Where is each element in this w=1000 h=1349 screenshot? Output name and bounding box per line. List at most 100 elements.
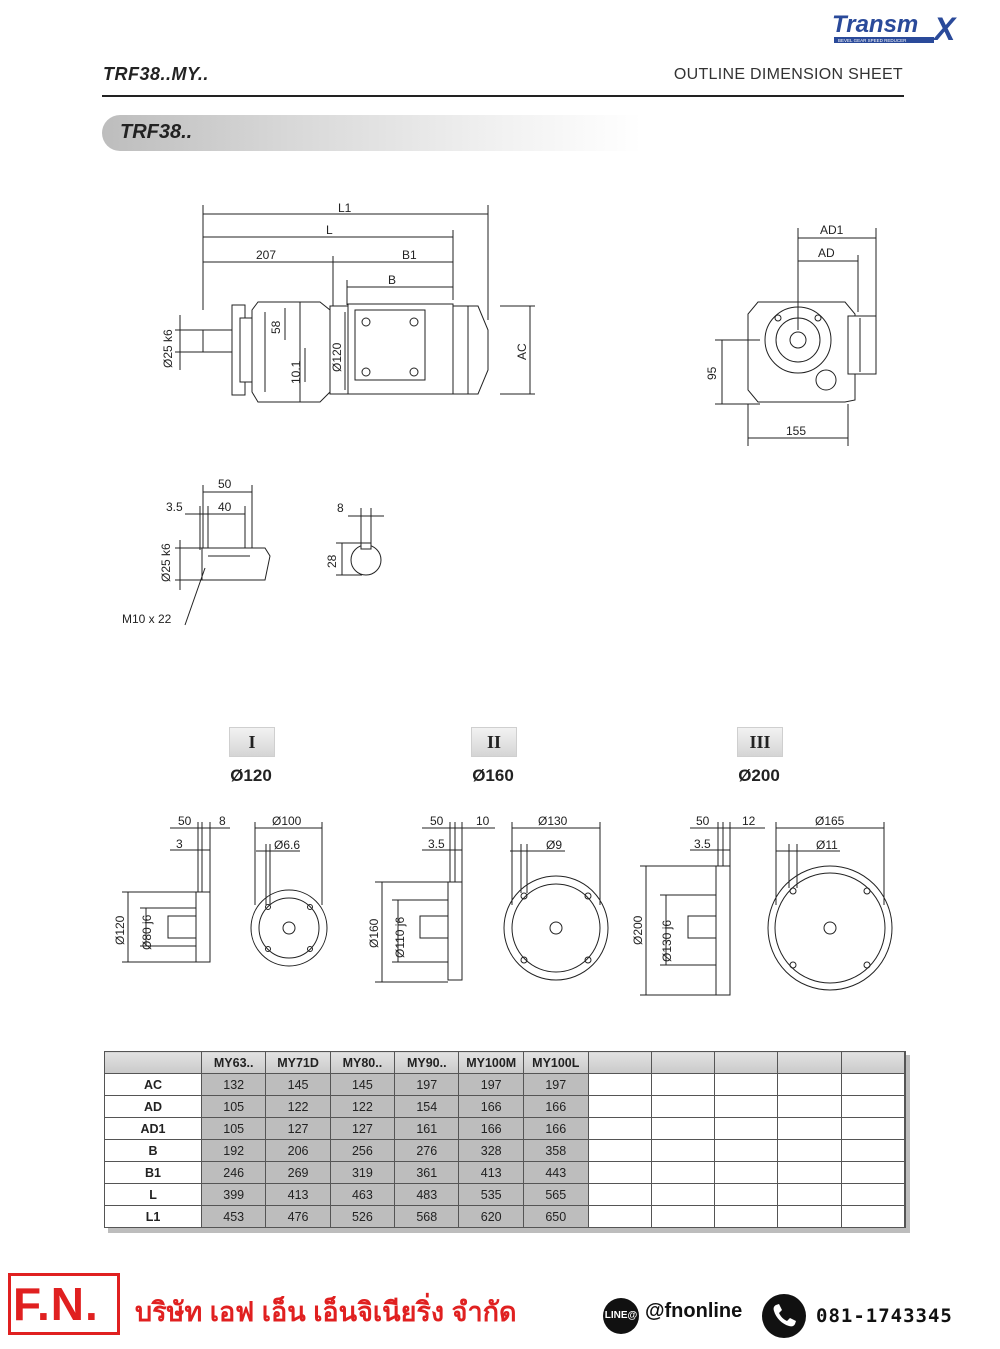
brand-name: Transm <box>832 11 918 38</box>
table-cell-empty <box>650 1183 716 1206</box>
table-cell-empty <box>777 1205 842 1228</box>
section-label: TRF38.. <box>120 121 193 143</box>
table-cell-empty <box>840 1073 906 1096</box>
table-cell: 361 <box>394 1161 460 1184</box>
table-cell: 145 <box>265 1073 331 1096</box>
dim-155: 155 <box>786 424 806 438</box>
table-cell-empty <box>904 1117 906 1140</box>
key-detail: 8 28 <box>325 501 384 576</box>
flange-i-roman: I <box>229 727 275 757</box>
dim-207: 207 <box>256 248 276 262</box>
flange-iii-d50: 50 <box>696 814 710 828</box>
section-bar <box>102 115 642 151</box>
table-cell: 161 <box>394 1117 460 1140</box>
table-cell: 127 <box>265 1117 331 1140</box>
brand-tagline: BEVEL GEAR SPEED REDUCER <box>838 38 907 43</box>
table-cell-empty <box>714 1161 779 1184</box>
table-cell: 145 <box>329 1073 396 1096</box>
table-cell-empty <box>714 1205 779 1228</box>
table-cell: 276 <box>394 1139 460 1162</box>
flange-i-outer: Ø100 <box>272 814 302 828</box>
table-cell-empty <box>587 1183 652 1206</box>
dim-shaft-dia-detail: Ø25 k6 <box>159 543 173 582</box>
flange-ii-hole: Ø9 <box>546 838 562 852</box>
table-header-cell <box>904 1051 906 1074</box>
table-cell: 453 <box>201 1205 267 1228</box>
table-cell-empty <box>840 1139 906 1162</box>
phone-number[interactable]: 081-1743345 <box>816 1305 953 1327</box>
flange-i-hole: Ø6.6 <box>274 838 300 852</box>
table-cell: 650 <box>523 1205 589 1228</box>
dim-b1: B1 <box>402 248 417 262</box>
dim-50: 50 <box>218 477 232 491</box>
dimension-table: MY63.. MY71D MY80.. MY90.. MY100M MY100L… <box>103 1051 906 1228</box>
dim-l1: L1 <box>338 201 352 215</box>
table-cell-empty <box>904 1073 906 1096</box>
table-cell: 246 <box>201 1161 267 1184</box>
table-cell: 483 <box>394 1183 460 1206</box>
table-cell: 413 <box>458 1161 525 1184</box>
flange-ii-side-diameter: Ø160 <box>367 918 381 948</box>
flange-ii-pilot: Ø110 j6 <box>393 917 407 958</box>
table-cell-empty <box>777 1117 842 1140</box>
table-cell: 413 <box>265 1183 331 1206</box>
table-cell: 256 <box>329 1139 396 1162</box>
flange-i-spigot: 3 <box>176 837 183 851</box>
flange-iii-spigot: 3.5 <box>694 837 711 851</box>
dim-l: L <box>326 223 333 237</box>
fn-logo-box <box>8 1273 120 1335</box>
table-cell-empty <box>840 1161 906 1184</box>
flange-iii-side-diameter: Ø200 <box>631 915 645 945</box>
table-cell-empty <box>840 1183 906 1206</box>
table-cell: 132 <box>201 1073 267 1096</box>
table-row-label: AC <box>103 1073 203 1096</box>
table-cell-empty <box>777 1073 842 1096</box>
table-cell: 166 <box>523 1095 589 1118</box>
outline-drawing: L1 L 207 B1 B AC Ø25 k6 58 1 <box>113 201 893 996</box>
dim-95: 95 <box>705 366 719 380</box>
model-title: TRF38..MY.. <box>103 64 209 84</box>
flange-iii-drawing: 50 12 3.5 Ø200 Ø130 j6 Ø165 Ø11 <box>631 814 893 996</box>
table-cell-empty <box>904 1139 906 1162</box>
line-id[interactable]: @fnonline <box>645 1300 743 1322</box>
table-cell: 197 <box>458 1073 525 1096</box>
flange-i-thickness: 8 <box>219 814 226 828</box>
table-cell: 206 <box>265 1139 331 1162</box>
dim-b: B <box>388 273 396 287</box>
table-cell-empty <box>840 1095 906 1118</box>
thread-spec: M10 x 22 <box>122 612 172 626</box>
table-header-row: MY63.. MY71D MY80.. MY90.. MY100M MY100L <box>103 1051 906 1074</box>
dim-3-5: 3.5 <box>166 500 183 514</box>
table-cell: 399 <box>201 1183 267 1206</box>
dim-8: 8 <box>337 501 344 515</box>
table-cell-empty <box>714 1095 779 1118</box>
dim-ad1: AD1 <box>820 223 844 237</box>
table-header-cell: MY71D <box>265 1051 331 1074</box>
table-row-label: L1 <box>103 1205 203 1228</box>
flange-ii-outer: Ø130 <box>538 814 568 828</box>
table-cell: 166 <box>458 1095 525 1118</box>
flange-ii-roman: II <box>471 727 517 757</box>
table-header-cell <box>840 1051 906 1074</box>
table-cell-empty <box>714 1139 779 1162</box>
table-row-label: B1 <box>103 1161 203 1184</box>
table-cell-empty <box>650 1205 716 1228</box>
sheet-title: OUTLINE DIMENSION SHEET <box>673 66 903 83</box>
table-cell: 127 <box>329 1117 396 1140</box>
table-cell: 154 <box>394 1095 460 1118</box>
shaft-detail: 50 3.5 40 Ø25 k6 M10 x 22 <box>122 477 271 626</box>
table-cell-empty <box>650 1139 716 1162</box>
fn-logo: F.N. <box>13 1278 99 1330</box>
dim-58: 58 <box>269 320 283 334</box>
flange-ii-spigot: 3.5 <box>428 837 445 851</box>
table-row-label: L <box>103 1183 203 1206</box>
table-cell: 319 <box>329 1161 396 1184</box>
table-cell: 565 <box>523 1183 589 1206</box>
table-cell-empty <box>587 1117 652 1140</box>
table-cell-empty <box>840 1117 906 1140</box>
side-view: L1 L 207 B1 B AC Ø25 k6 58 1 <box>161 201 535 403</box>
